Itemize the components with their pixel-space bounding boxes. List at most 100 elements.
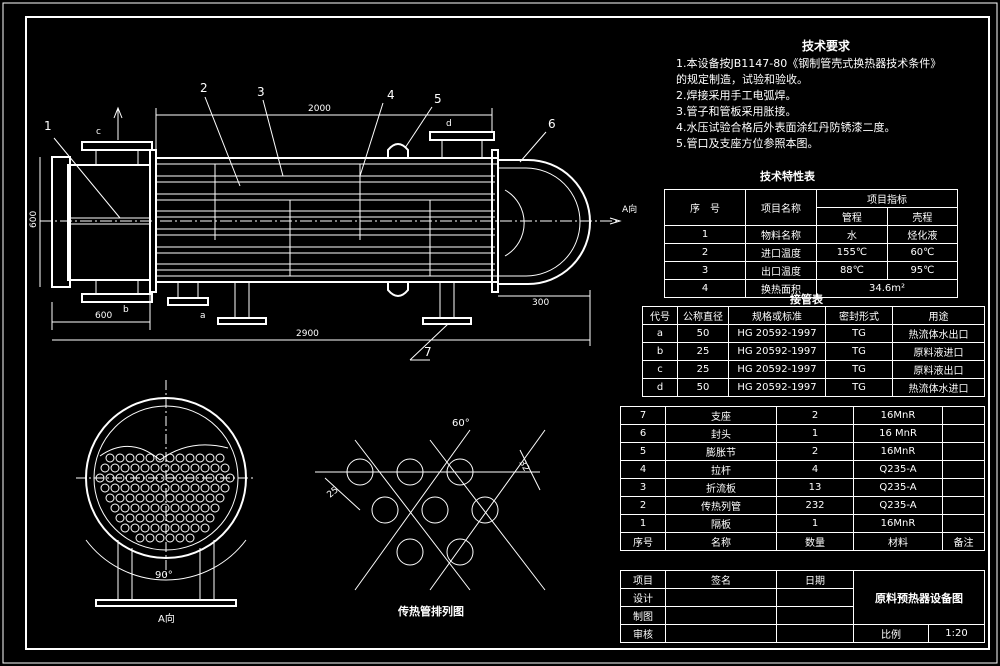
part-label-3: 3 — [257, 85, 265, 99]
tube-hole — [150, 463, 160, 473]
cell: 13 — [776, 478, 854, 497]
cell — [942, 406, 985, 425]
pattern-angle-60: 60° — [452, 418, 470, 429]
nozzle-label-d: d — [446, 119, 452, 129]
tube-hole — [125, 473, 135, 483]
pattern-tube-circle — [371, 496, 399, 524]
tube-hole — [205, 513, 215, 523]
tube-hole — [135, 493, 145, 503]
cell: 16MnR — [853, 514, 943, 533]
dim-2900: 2900 — [296, 329, 319, 339]
cell: 3 — [664, 261, 746, 280]
tube-hole — [175, 493, 185, 503]
tube-hole — [185, 493, 195, 503]
tube-bundle — [156, 175, 495, 271]
tube-hole — [140, 523, 150, 533]
tube-hole — [185, 533, 195, 543]
cell: 序号 — [620, 532, 666, 551]
tube-hole — [155, 473, 165, 483]
cell: Q235-A — [853, 496, 943, 515]
nozzle-b — [81, 279, 153, 303]
tube-hole — [190, 463, 200, 473]
nozzle-table-title: 接管表 — [790, 293, 823, 306]
elliptical-head-inner — [498, 167, 581, 277]
tube-hole — [165, 513, 175, 523]
pattern-tube-circle — [396, 538, 424, 566]
cell: 隔板 — [665, 514, 777, 533]
tube-hole — [120, 503, 130, 513]
cell — [942, 496, 985, 515]
tube-hole — [165, 473, 175, 483]
tube-hole — [95, 473, 105, 483]
cell: 1 — [776, 424, 854, 443]
cell: Q235-A — [853, 460, 943, 479]
cell: 1 — [620, 514, 666, 533]
dim-600-horizontal: 600 — [95, 311, 112, 321]
cell — [776, 606, 854, 625]
tube-hole — [120, 523, 130, 533]
tube-hole — [125, 493, 135, 503]
head-index: 项目指标 — [816, 189, 958, 208]
characteristics-table: 序 号 项目名称 项目指标 管程 壳程 1 物料名称 水 烃化液 2 进口温度 … — [664, 189, 959, 298]
tube-hole — [130, 523, 140, 533]
tube-hole — [110, 463, 120, 473]
tube-hole — [115, 513, 125, 523]
elliptical-head — [498, 159, 591, 285]
nozzle-d — [429, 131, 495, 159]
tube-hole — [200, 463, 210, 473]
cell: 用途 — [892, 306, 985, 325]
cell: 支座 — [665, 406, 777, 425]
nozzle-a — [167, 281, 209, 306]
tube-hole — [170, 523, 180, 533]
tube-hole — [185, 453, 195, 463]
cell: 7 — [620, 406, 666, 425]
cell: 2 — [620, 496, 666, 515]
tube-hole — [205, 473, 215, 483]
part-label-7: 7 — [424, 345, 432, 359]
support-left — [217, 281, 267, 325]
tube-hole — [220, 463, 230, 473]
tube-pattern-view: 60° 25 32 — [315, 418, 546, 591]
cell: a — [642, 324, 678, 343]
cell: 比例 — [853, 624, 929, 643]
cell: 50 — [677, 324, 729, 343]
cell — [942, 460, 985, 479]
requirement-line: 1.本设备按JB1147-80《钢制管壳式换热器技术条件》 — [676, 57, 942, 70]
cell: 6 — [620, 424, 666, 443]
cell: 16 MnR — [853, 424, 943, 443]
tube-hole — [150, 503, 160, 513]
table-row: 2 进口温度 155℃ 60℃ — [664, 243, 959, 262]
cell — [942, 478, 985, 497]
cell: 16MnR — [853, 406, 943, 425]
cell — [942, 424, 985, 443]
tube-hole — [200, 523, 210, 533]
cell: 25 — [677, 342, 729, 361]
tube-hole — [145, 493, 155, 503]
tube-hole — [115, 493, 125, 503]
cell: 名称 — [665, 532, 777, 551]
tube-hole — [110, 483, 120, 493]
cell — [942, 514, 985, 533]
nozzle-c — [81, 106, 153, 166]
cell: 设计 — [620, 588, 666, 607]
cell: 物料名称 — [745, 225, 817, 244]
cell: 2 — [776, 442, 854, 461]
tube-hole — [130, 463, 140, 473]
tube-hole — [130, 483, 140, 493]
cell: 4 — [620, 460, 666, 479]
left-channel-box — [67, 164, 151, 281]
tube-hole — [185, 513, 195, 523]
cell: HG 20592-1997 — [728, 360, 826, 379]
cell: TG — [825, 378, 893, 397]
part-label-6: 6 — [548, 117, 556, 131]
pattern-dim-25: 25 — [326, 485, 341, 500]
tube-hole — [115, 473, 125, 483]
tube-hole — [105, 493, 115, 503]
tube-hole — [140, 463, 150, 473]
cell: 60℃ — [886, 243, 959, 262]
tube-hole — [165, 533, 175, 543]
tube-hole — [145, 513, 155, 523]
table-row: 3 出口温度 88℃ 95℃ — [664, 261, 959, 280]
tube-hole — [215, 473, 225, 483]
tube-hole — [180, 503, 190, 513]
